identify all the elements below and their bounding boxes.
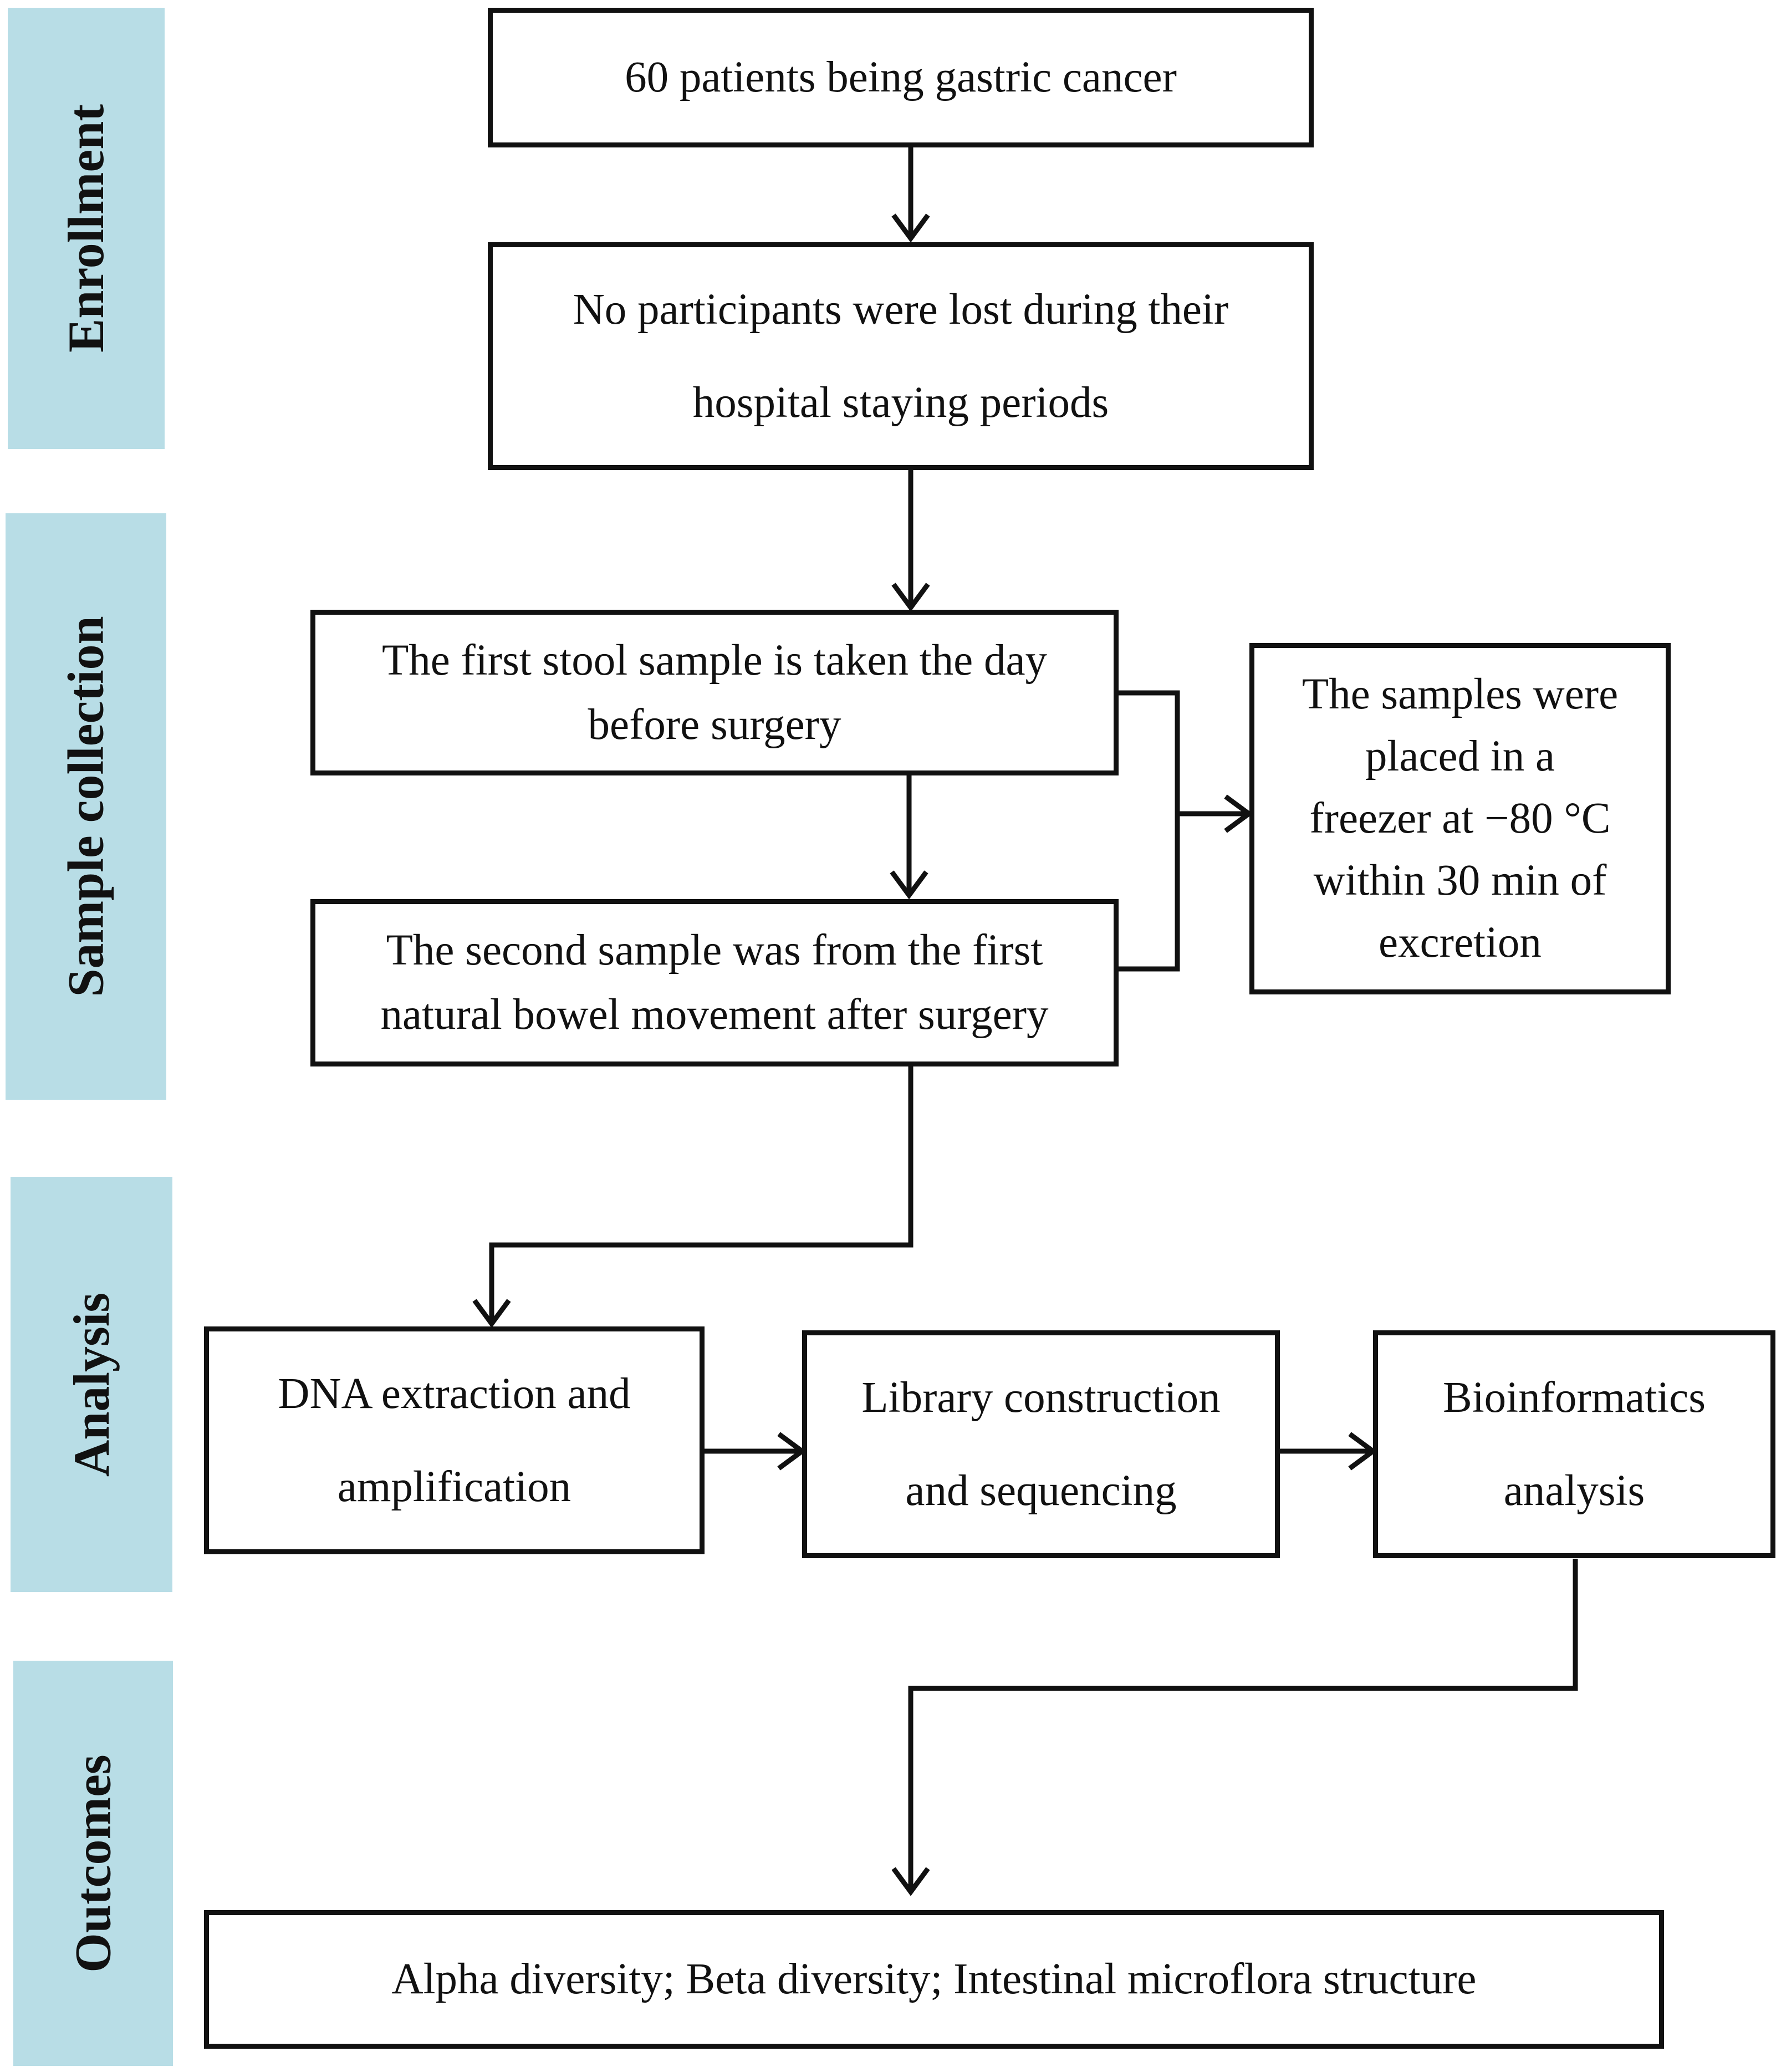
node-dna-extraction-text: DNA extraction and amplification (278, 1369, 631, 1511)
node-no-participants-lost: No participants were lost during their h… (488, 242, 1314, 470)
stage-band-outcomes: Outcomes (13, 1661, 173, 2066)
node-library-construction-text: Library construction and sequencing (861, 1373, 1221, 1515)
stage-band-sample-collection: Sample collection (6, 513, 166, 1100)
arrow-bioinformatics-to-outcomes (891, 1559, 1578, 1896)
node-patients-text: 60 patients being gastric cancer (625, 53, 1177, 101)
node-freezer-storage: The samples were placed in a freezer at … (1249, 643, 1671, 994)
node-first-stool-sample: The first stool sample is taken the day … (310, 610, 1119, 775)
arrow-first-to-second-sample (890, 775, 928, 900)
stage-label-analysis: Analysis (63, 1292, 120, 1477)
node-dna-extraction: DNA extraction and amplification (204, 1326, 705, 1554)
arrow-second-sample-to-dna (472, 1066, 913, 1328)
arrow-dna-to-library (705, 1432, 807, 1471)
arrow-library-to-bioinformatics (1280, 1432, 1377, 1471)
node-bioinformatics-text: Bioinformatics analysis (1443, 1373, 1706, 1515)
bracket-samples-to-freezer (1119, 690, 1253, 972)
node-bioinformatics: Bioinformatics analysis (1373, 1330, 1775, 1558)
arrow-noloss-to-first-sample (891, 470, 930, 612)
node-library-construction: Library construction and sequencing (802, 1330, 1280, 1558)
node-no-participants-lost-text: No participants were lost during their h… (573, 285, 1229, 427)
node-second-sample-text: The second sample was from the first nat… (380, 926, 1049, 1039)
arrow-patients-to-noloss (891, 147, 930, 243)
node-first-stool-sample-text: The first stool sample is taken the day … (381, 636, 1048, 749)
stage-band-analysis: Analysis (11, 1177, 172, 1592)
stage-label-enrollment: Enrollment (58, 104, 115, 353)
node-outcomes: Alpha diversity; Beta diversity; Intesti… (204, 1910, 1664, 2049)
stage-label-sample-collection: Sample collection (58, 616, 115, 997)
stage-band-enrollment: Enrollment (8, 8, 165, 449)
node-outcomes-text: Alpha diversity; Beta diversity; Intesti… (391, 1955, 1477, 2003)
node-second-sample: The second sample was from the first nat… (310, 899, 1119, 1066)
node-freezer-storage-text: The samples were placed in a freezer at … (1302, 670, 1619, 967)
stage-label-outcomes: Outcomes (65, 1754, 122, 1973)
node-patients: 60 patients being gastric cancer (488, 8, 1314, 147)
